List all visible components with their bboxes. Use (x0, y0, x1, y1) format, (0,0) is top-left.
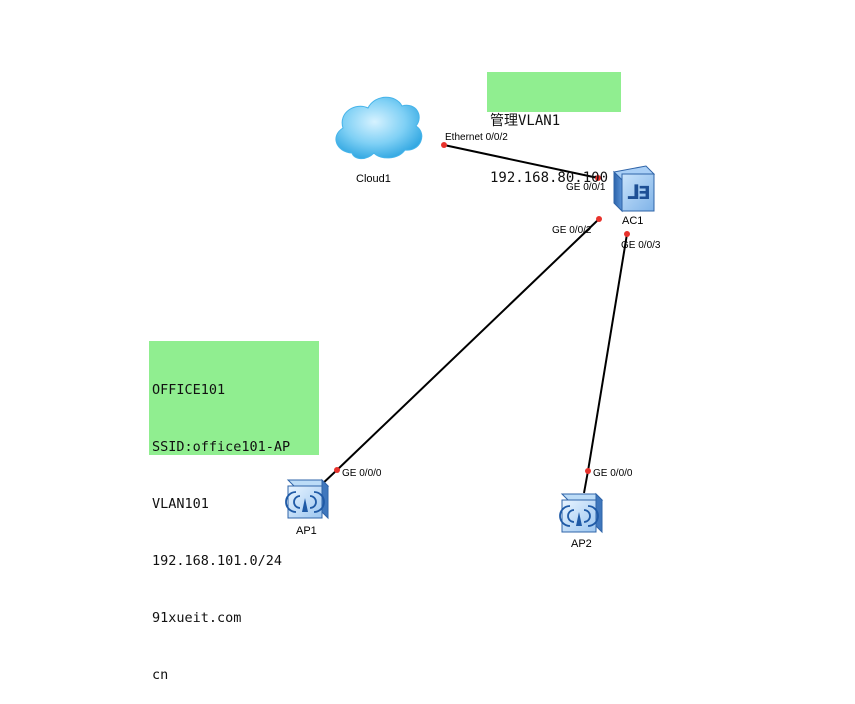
note-line: VLAN101 (152, 496, 209, 512)
svg-text:∃: ∃ (638, 183, 650, 204)
port-dot-ap2-ge0[interactable] (585, 468, 591, 474)
note-line: OFFICE101 (152, 382, 226, 398)
port-dot-ac-ge2[interactable] (596, 216, 602, 222)
ac-label: AC1 (622, 215, 643, 227)
port-label-ac-ge3: GE 0/0/3 (621, 240, 661, 251)
port-label-ap1-ge0: GE 0/0/0 (342, 468, 382, 479)
port-label-ap2-ge0: GE 0/0/0 (593, 468, 633, 479)
port-label-ac-ge1: GE 0/0/1 (566, 182, 606, 193)
svg-text:⅃: ⅃ (627, 180, 640, 204)
note-line: 管理VLAN1 (490, 113, 561, 129)
note-line: 91xueit.com (152, 610, 242, 626)
note-line: 192.168.80.100 (490, 170, 609, 186)
link-ac-ap1[interactable] (336, 218, 600, 471)
port-label-cloud-eth: Ethernet 0/0/2 (445, 132, 508, 143)
access-controller-icon[interactable]: ⅃ ∃ (612, 165, 656, 213)
port-dot-ac-ge1[interactable] (595, 175, 601, 181)
cloud-label: Cloud1 (356, 173, 391, 185)
port-dot-cloud-eth[interactable] (441, 142, 447, 148)
link-cloud-ac[interactable] (443, 144, 599, 179)
ap1-label: AP1 (296, 525, 317, 537)
port-dot-ac-ge3[interactable] (624, 231, 630, 237)
wireless-ap-icon[interactable] (285, 478, 330, 520)
note-line: cn (152, 667, 169, 683)
link-ac-ap2-stub (583, 470, 589, 494)
note-line: 192.168.101.0/24 (152, 553, 283, 569)
note-line: SSID:office101-AP (152, 439, 291, 455)
wireless-ap-icon[interactable] (559, 492, 604, 534)
topology-canvas: Cloud1 ⅃ ∃ AC1 AP1 AP2 (285, 96, 661, 550)
cloud-icon[interactable] (335, 96, 423, 160)
office-wlan-note[interactable]: OFFICE101 SSID:office101-AP VLAN101 192.… (149, 341, 319, 683)
port-dot-ap1-ge0[interactable] (334, 467, 340, 473)
management-vlan-note[interactable]: 管理VLAN1 192.168.80.100 (487, 72, 621, 186)
link-ac-ap2[interactable] (587, 233, 628, 472)
ap2-label: AP2 (571, 538, 592, 550)
port-label-ac-ge2: GE 0/0/2 (552, 225, 592, 236)
